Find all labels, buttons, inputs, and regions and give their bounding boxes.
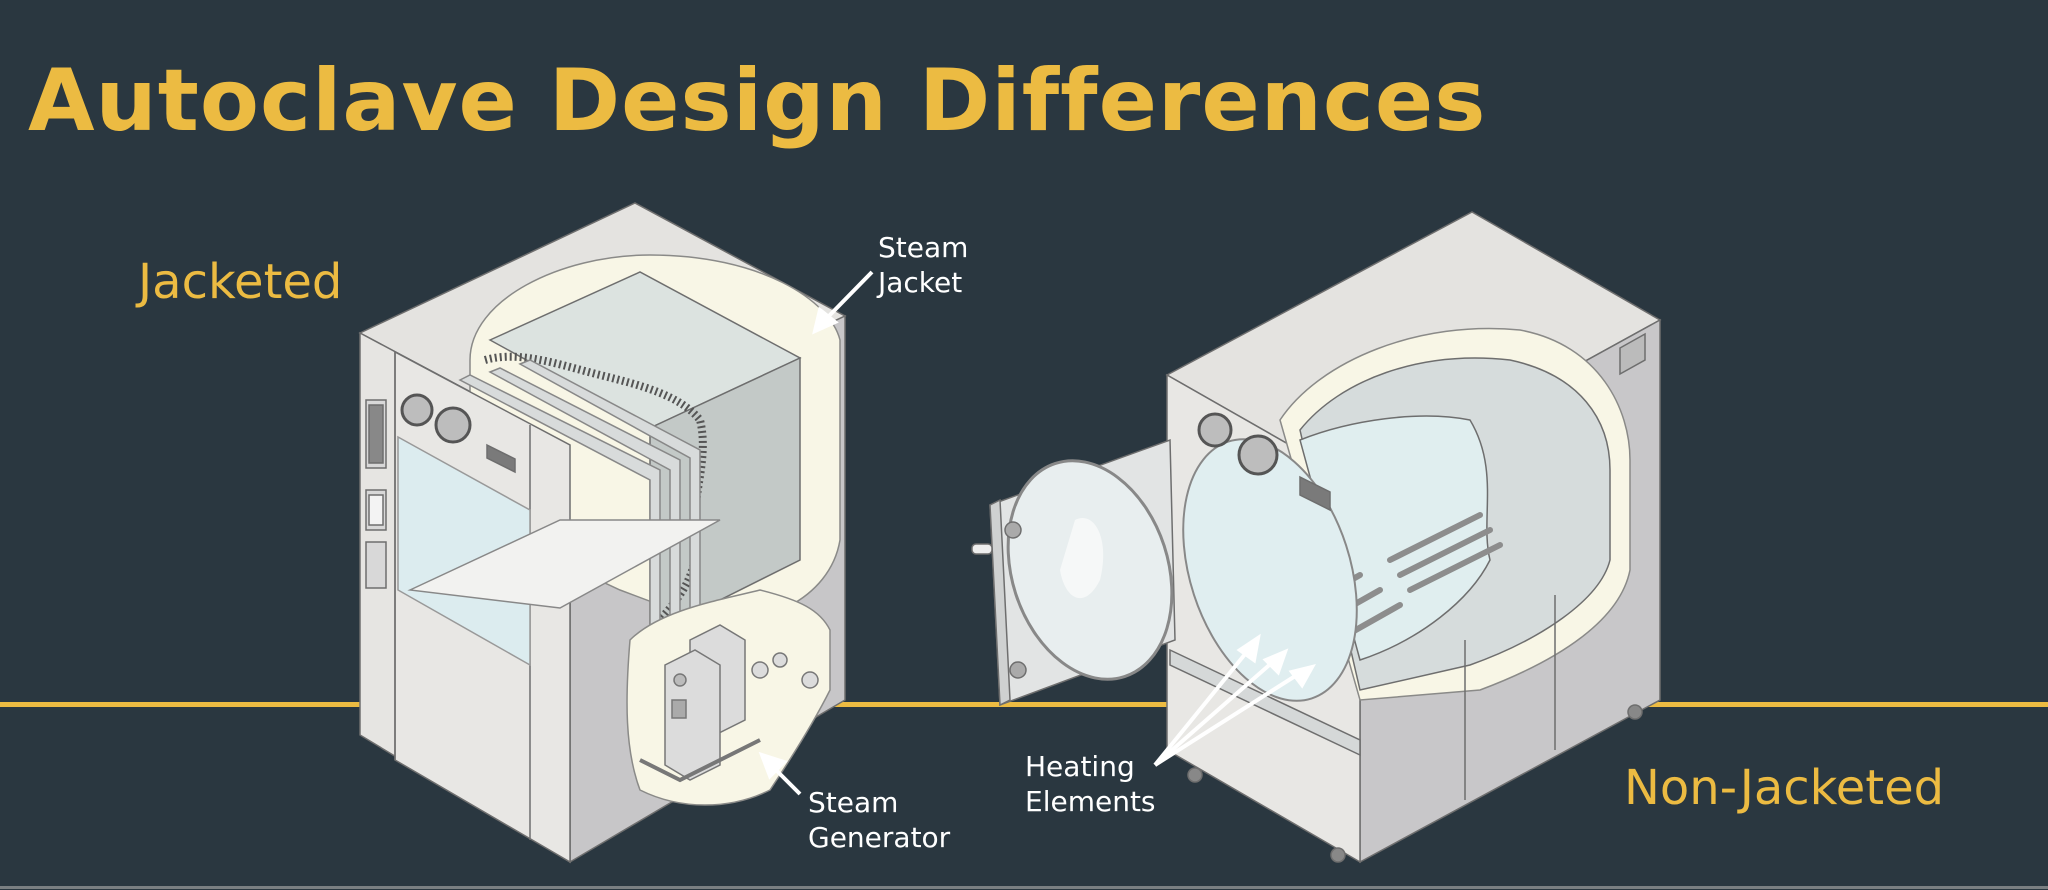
jacketed-label: Jacketed (138, 254, 343, 310)
heating-elements-callout-line2: Elements (1025, 785, 1156, 818)
non-jacketed-label: Non-Jacketed (1624, 760, 1945, 816)
steam-generator-callout: Steam Generator (808, 785, 950, 855)
steam-generator-callout-line2: Generator (808, 821, 951, 854)
jacketed-autoclave-illustration (358, 202, 847, 864)
steam-jacket-callout-line2: Jacket (878, 266, 963, 299)
steam-generator-arrow (758, 751, 802, 796)
heating-elements-callout: Heating Elements (1025, 749, 1156, 819)
steam-jacket-callout-line1: Steam (878, 231, 969, 264)
heating-elements-callout-line1: Heating (1025, 750, 1135, 783)
heating-elements-arrows (1153, 633, 1316, 767)
bottom-rule (0, 886, 2048, 889)
steam-jacket-callout: Steam Jacket (878, 230, 968, 300)
steam-jacket-arrow (812, 270, 874, 335)
non-jacketed-autoclave-illustration (971, 211, 1662, 864)
page-title: Autoclave Design Differences (28, 51, 1487, 151)
divider-line (0, 702, 2048, 707)
steam-generator-callout-line1: Steam (808, 786, 899, 819)
